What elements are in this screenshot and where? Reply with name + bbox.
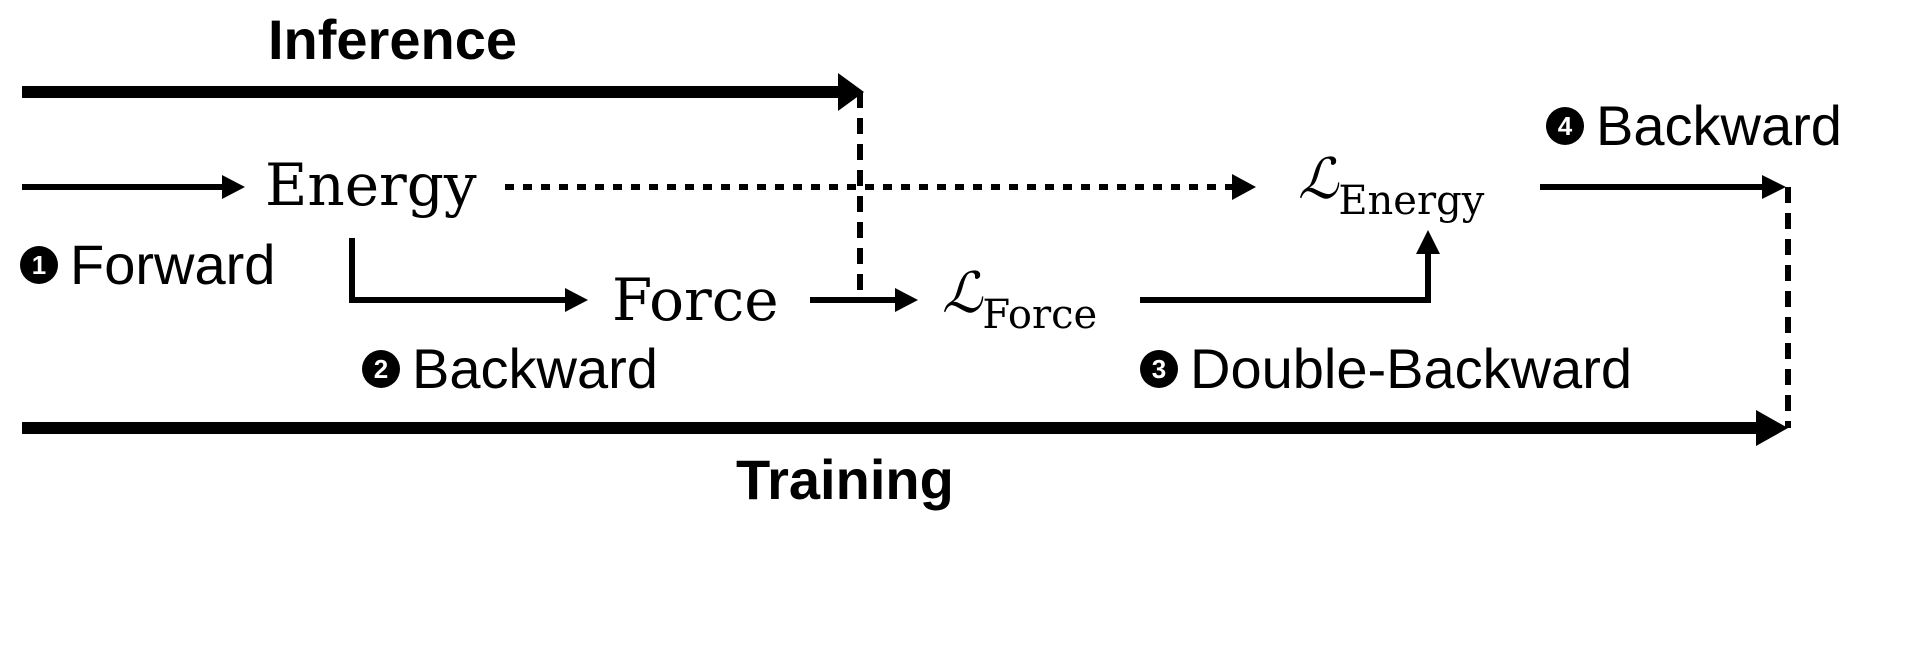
loss-force-subscript: Force <box>982 292 1098 338</box>
loss-force-to-loss-energy-arrow <box>1140 252 1431 303</box>
step-label: Double-Backward <box>1190 337 1632 400</box>
force-node: Force <box>612 266 779 334</box>
step-number-badge: 2 <box>362 350 400 388</box>
loss-energy-symbol: ℒ <box>1298 147 1339 212</box>
step-number-badge: 4 <box>1546 107 1584 145</box>
inference-arrowhead <box>838 73 864 111</box>
input-arrowhead <box>222 175 245 199</box>
step-backward: 2 Backward <box>362 341 658 397</box>
loss-energy-node: ℒEnergy <box>1298 152 1484 222</box>
energy-node: Energy <box>265 151 477 219</box>
step-number-badge: 1 <box>20 246 58 284</box>
energy-to-loss-arrowhead <box>1232 174 1256 200</box>
force-to-loss-arrowhead <box>895 288 918 312</box>
training-arrowhead <box>1756 410 1788 446</box>
step-label: Backward <box>412 337 658 400</box>
step-loss-backward: 4 Backward <box>1546 98 1842 154</box>
loss-force-node: ℒForce <box>942 266 1097 336</box>
inference-title: Inference <box>268 8 517 71</box>
step-label: Backward <box>1596 94 1842 157</box>
energy-to-force-arrow <box>349 238 565 303</box>
training-title: Training <box>736 448 954 511</box>
loss-energy-subscript: Energy <box>1338 178 1485 224</box>
loss-energy-backward-arrowhead <box>1762 175 1786 199</box>
loss-force-symbol: ℒ <box>942 261 983 326</box>
step-number-badge: 3 <box>1140 350 1178 388</box>
energy-to-force-arrowhead <box>565 288 588 312</box>
step-forward: 1 Forward <box>20 237 275 293</box>
loss-force-to-loss-energy-arrowhead <box>1416 230 1440 254</box>
step-label: Forward <box>70 233 276 296</box>
step-double-backward: 3 Double-Backward <box>1140 341 1632 397</box>
